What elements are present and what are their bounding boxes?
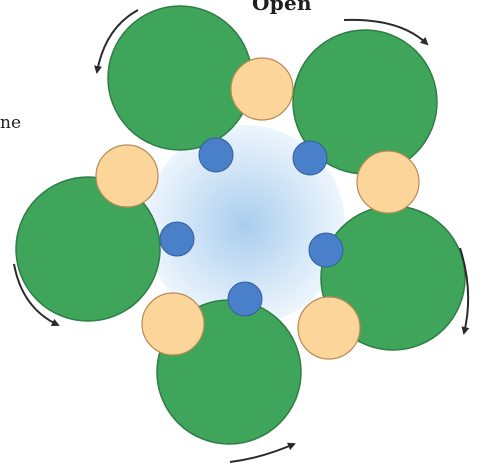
peach-domain-upper-left [96, 145, 158, 207]
blue-dot-bottom [228, 282, 262, 316]
blue-dot-right [309, 233, 343, 267]
subunit-top-left [108, 6, 252, 150]
blue-dot-top-left [199, 138, 233, 172]
peach-domain-top [231, 58, 293, 120]
arrow-bottom [230, 444, 294, 462]
blue-dot-left [160, 222, 194, 256]
peach-domain-lower-right [298, 297, 360, 359]
peach-domain-lower-left [142, 293, 204, 355]
left-cut-label: ne [0, 113, 21, 133]
open-label: Open [252, 0, 312, 15]
blue-dot-top-right [293, 141, 327, 175]
peach-domain-upper-right [357, 151, 419, 213]
